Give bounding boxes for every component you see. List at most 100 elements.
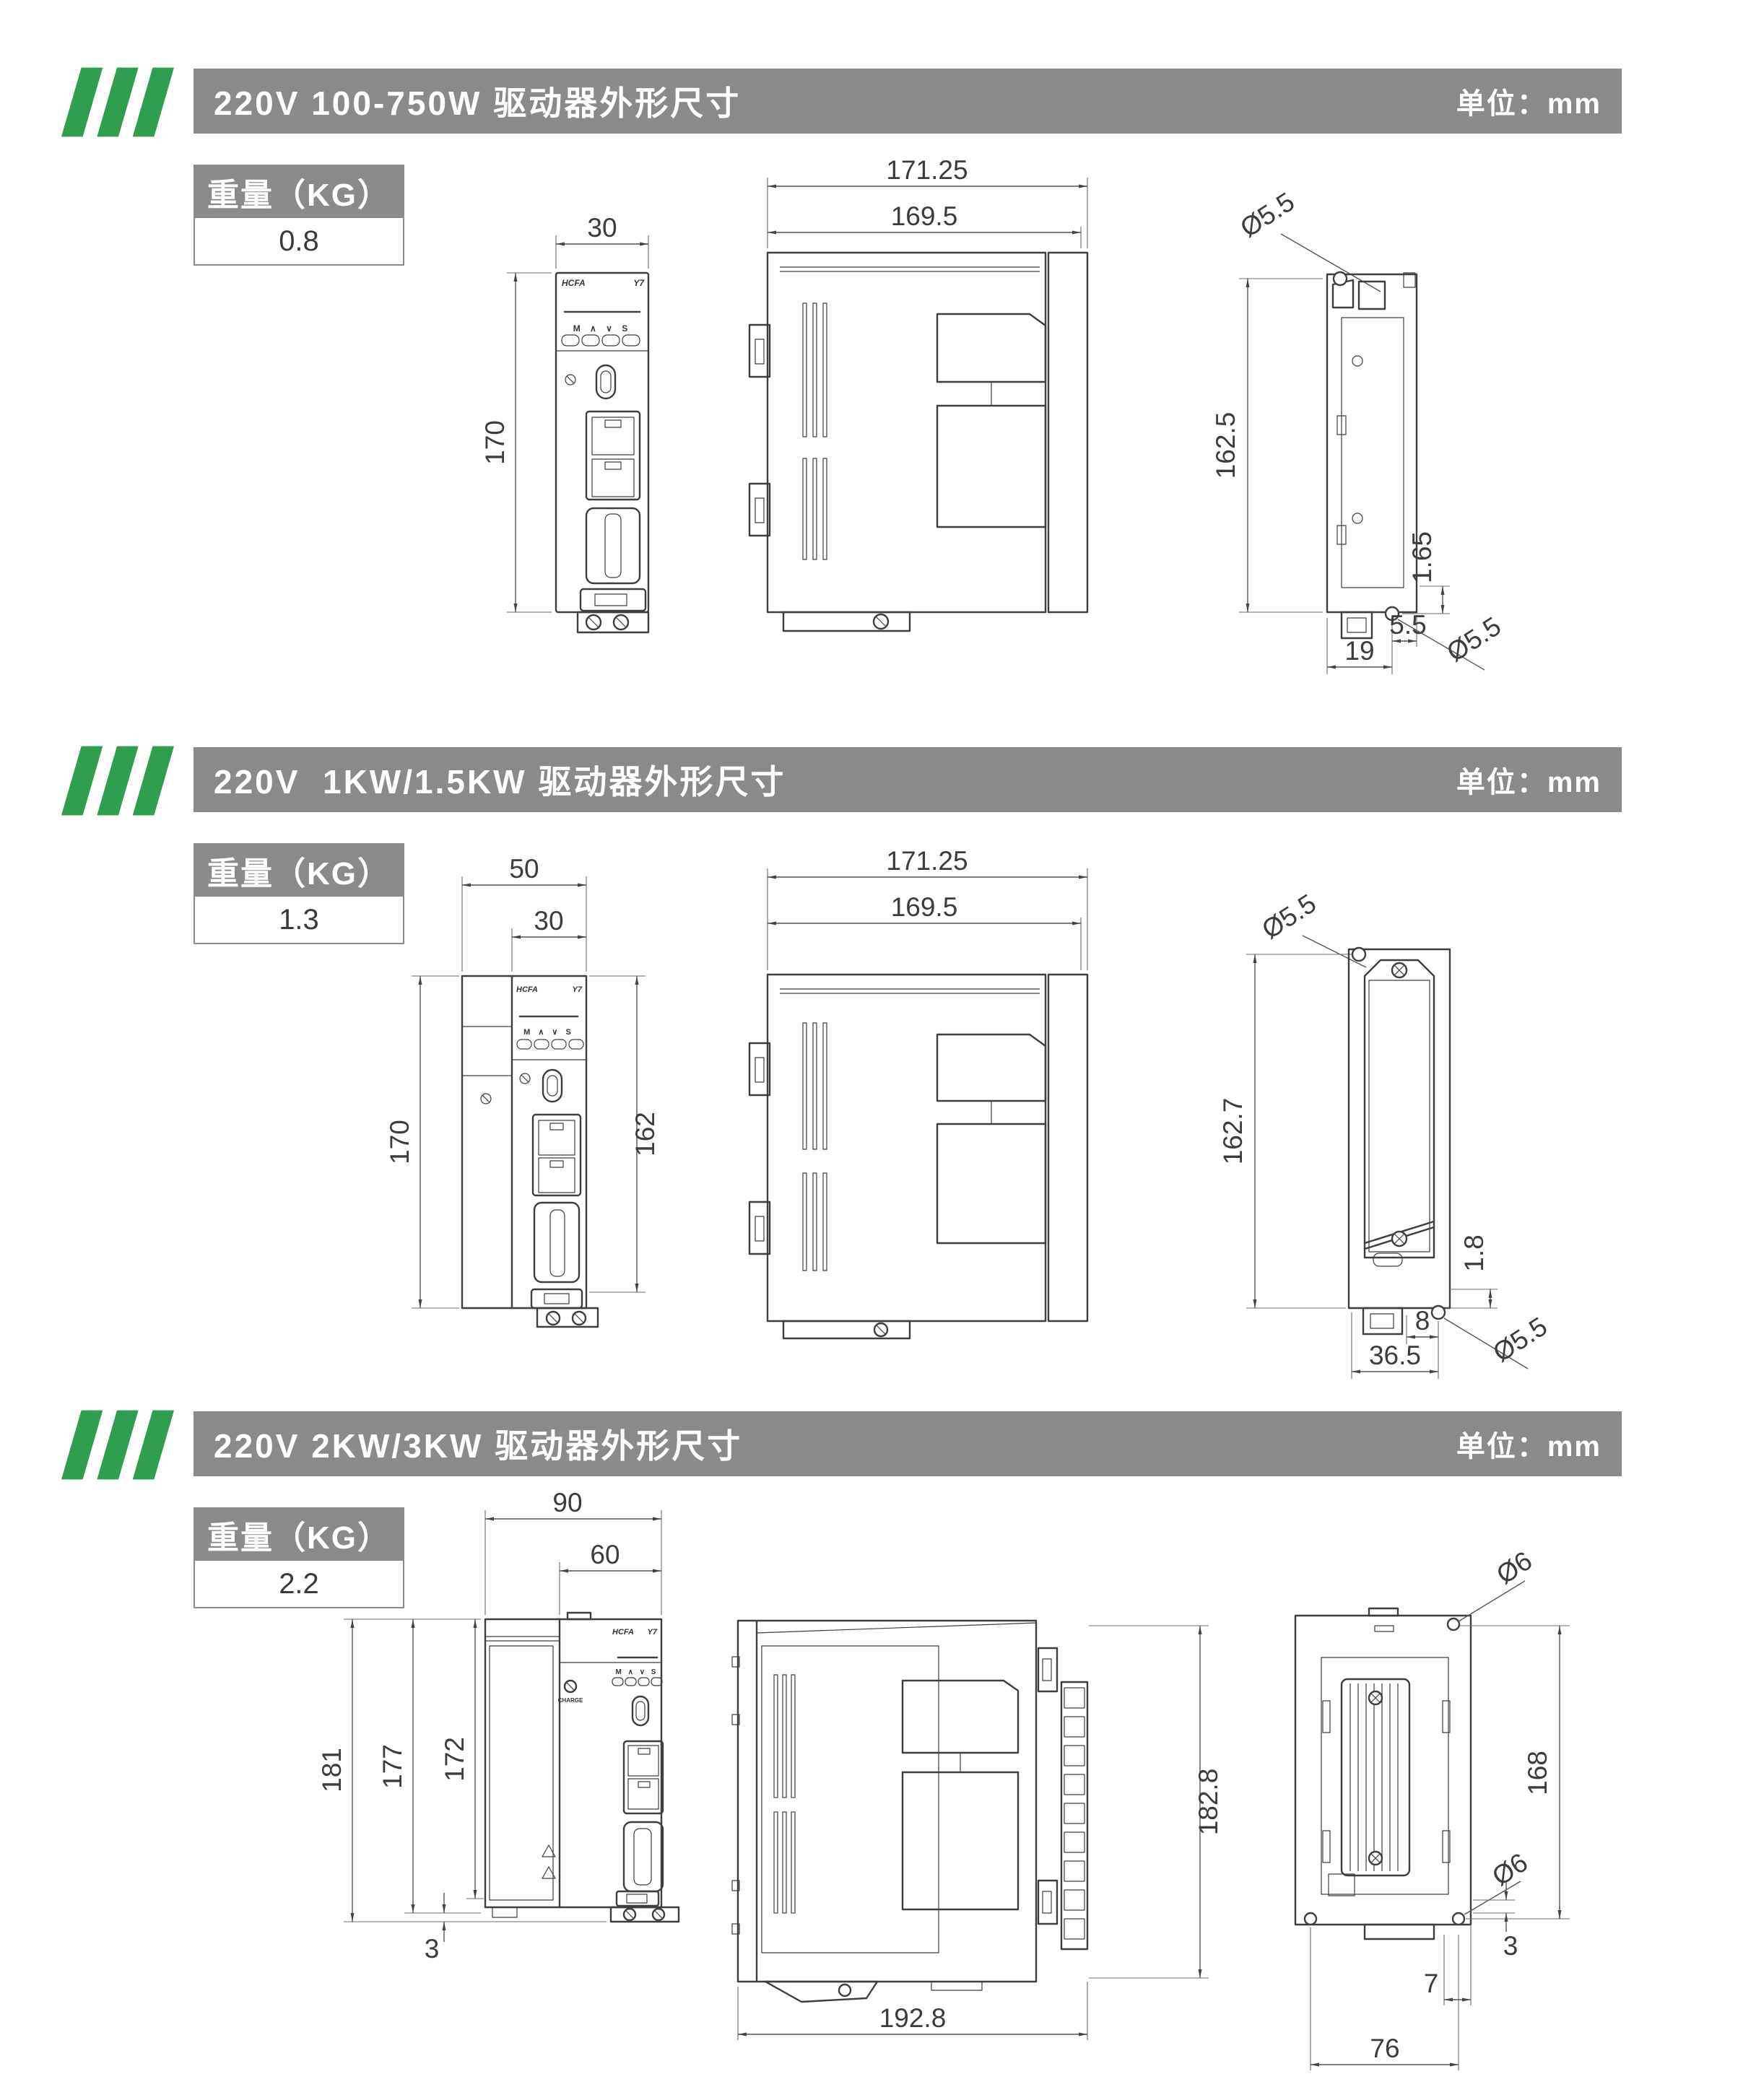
- side-view-drawing: 171.25 169.5: [748, 155, 1089, 632]
- usb-port: [631, 1695, 650, 1727]
- terminal-strip: [1060, 1681, 1089, 1951]
- screw-icon: [565, 374, 576, 385]
- ground-screw-icon: [838, 1983, 852, 1997]
- section-header: 220V 100-750W 驱动器外形尺寸 单位：mm: [194, 69, 1622, 134]
- dim-rear-offset-x: 7: [1424, 1969, 1439, 1998]
- dim-front-width-inner: 30: [534, 906, 563, 936]
- brand-text: HCFA: [562, 278, 586, 288]
- dim-front-offset-bottom: 3: [425, 1934, 440, 1964]
- unit-label: 单位：mm: [1456, 767, 1601, 798]
- usb-port: [595, 364, 617, 400]
- brand-text: HCFA: [612, 1628, 634, 1637]
- power-plug: [579, 588, 647, 612]
- brand-slashes-icon: [61, 1410, 175, 1480]
- side-view-drawing: 171.25 169.5: [748, 846, 1089, 1340]
- din-clip: [748, 1042, 771, 1097]
- dim-front-height-2: 177: [378, 1744, 407, 1789]
- front-view-drawing: 90 60 181 177 172 3 HCFA Y7 M ∧ ∨ S: [317, 1488, 680, 1964]
- section-title: 220V 100-750W 驱动器外形尺寸: [214, 84, 742, 122]
- rj45-ports: [622, 1740, 664, 1815]
- unit-label: 单位：mm: [1456, 1431, 1601, 1463]
- weight-table: 重量（KG） 1.3: [194, 843, 404, 944]
- din-clip: [748, 323, 771, 378]
- heatsink: [1340, 1678, 1411, 1877]
- dim-rear-hole-top: Ø5.5: [1235, 186, 1300, 243]
- dim-side-inner: 169.5: [891, 201, 958, 231]
- weight-value: 1.3: [195, 897, 403, 943]
- rear-view-drawing: Ø6 168 Ø6 3 7 76: [1294, 1546, 1570, 2070]
- section-header: 220V 2KW/3KW 驱动器外形尺寸 单位：mm: [194, 1411, 1622, 1476]
- mounting-hole-icon: [1303, 1912, 1318, 1926]
- dim-rear-height: 162.7: [1218, 1098, 1248, 1165]
- screw-icon: [480, 1093, 492, 1105]
- io-connector: [622, 1821, 664, 1893]
- dim-side-inner: 169.5: [891, 892, 958, 922]
- dim-rear-offset-bottom: 3: [1503, 1931, 1518, 1961]
- front-view-drawing: 50 30 170 162 HCFA Y7 M ∧ ∨ S: [385, 854, 660, 1328]
- dim-front-height-3: 172: [440, 1737, 469, 1782]
- warning-icon: [542, 1866, 556, 1879]
- dim-front-width: 30: [587, 213, 617, 243]
- dim-side-width: 192.8: [879, 2003, 947, 2033]
- dim-rear-hole-bottom: Ø5.5: [1441, 611, 1506, 667]
- dim-rear-thickness: 1.65: [1407, 531, 1437, 583]
- dim-front-width-outer: 50: [509, 854, 539, 884]
- power-plug: [530, 1288, 583, 1310]
- dim-side-outer: 171.25: [886, 846, 968, 876]
- screw-icon: [519, 1073, 531, 1084]
- io-connector: [533, 1201, 581, 1284]
- mounting-hole-icon: [1384, 606, 1400, 622]
- dim-rear-hole-bottom: Ø5.5: [1487, 1311, 1552, 1367]
- side-view-drawing: 182.8 192.8: [731, 1619, 1223, 2040]
- keypad-labels: M ∧ ∨ S: [523, 1028, 574, 1037]
- charge-label: CHARGE: [558, 1697, 583, 1704]
- brand-slashes-icon: [61, 746, 175, 816]
- dim-side-outer: 171.25: [886, 155, 968, 185]
- dim-rear-hole-top: Ø6: [1491, 1546, 1537, 1590]
- din-clip: [748, 1201, 771, 1255]
- section-title: 220V 1KW/1.5KW 驱动器外形尺寸: [214, 763, 786, 801]
- rear-view-drawing: Ø5.5 162.7 1.8 8 36.5 Ø5.5: [1218, 888, 1552, 1379]
- front-view-drawing: 30 170 HCFA Y7 M ∧ ∨ S: [480, 213, 650, 634]
- din-clip: [748, 482, 771, 537]
- weight-header: 重量（KG）: [195, 1509, 403, 1561]
- dim-front-height-1: 181: [317, 1748, 347, 1792]
- din-clip: [1037, 1879, 1059, 1925]
- keypad-labels: M ∧ ∨ S: [573, 323, 632, 334]
- mounting-hole-icon: [1446, 1617, 1461, 1631]
- weight-table: 重量（KG） 2.2: [194, 1507, 404, 1608]
- screw-icon: [563, 1679, 578, 1694]
- keypad-labels: M ∧ ∨ S: [616, 1668, 658, 1676]
- weight-table: 重量（KG） 0.8: [194, 165, 404, 266]
- model-text: Y7: [648, 1628, 658, 1637]
- rear-view-drawing: Ø5.5 162.5 1.65 5.5 Ø5.5 19: [1211, 186, 1506, 674]
- io-connector: [585, 507, 641, 585]
- warning-icon: [542, 1844, 556, 1857]
- mounting-hole-icon: [1430, 1304, 1446, 1320]
- mounting-hole-icon: [1332, 271, 1348, 287]
- brand-slashes-icon: [61, 67, 175, 137]
- dim-front-height-left: 170: [385, 1120, 414, 1164]
- dim-rear-offset-x: 8: [1415, 1306, 1430, 1336]
- brand-text: HCFA: [516, 985, 538, 994]
- dim-rear-width: 76: [1370, 2034, 1399, 2063]
- usb-port: [542, 1068, 563, 1103]
- dim-front-width-inner: 60: [590, 1540, 620, 1569]
- power-plug: [615, 1890, 660, 1907]
- dim-rear-hole-top: Ø5.5: [1256, 888, 1321, 944]
- dim-rear-height: 168: [1523, 1751, 1552, 1795]
- dim-rear-height: 162.5: [1211, 412, 1240, 479]
- unit-label: 单位：mm: [1456, 88, 1601, 120]
- section-title: 220V 2KW/3KW 驱动器外形尺寸: [214, 1427, 743, 1465]
- dim-front-height-right: 162: [630, 1112, 660, 1156]
- dim-front-height: 170: [480, 420, 510, 465]
- din-clip: [1037, 1647, 1059, 1693]
- model-text: Y7: [573, 985, 583, 994]
- weight-value: 0.8: [195, 218, 403, 264]
- dim-rear-thickness: 1.8: [1459, 1234, 1489, 1271]
- dim-side-height: 182.8: [1194, 1769, 1223, 1836]
- mounting-hole-icon: [1351, 946, 1367, 962]
- weight-value: 2.2: [195, 1561, 403, 1607]
- weight-header: 重量（KG）: [195, 166, 403, 218]
